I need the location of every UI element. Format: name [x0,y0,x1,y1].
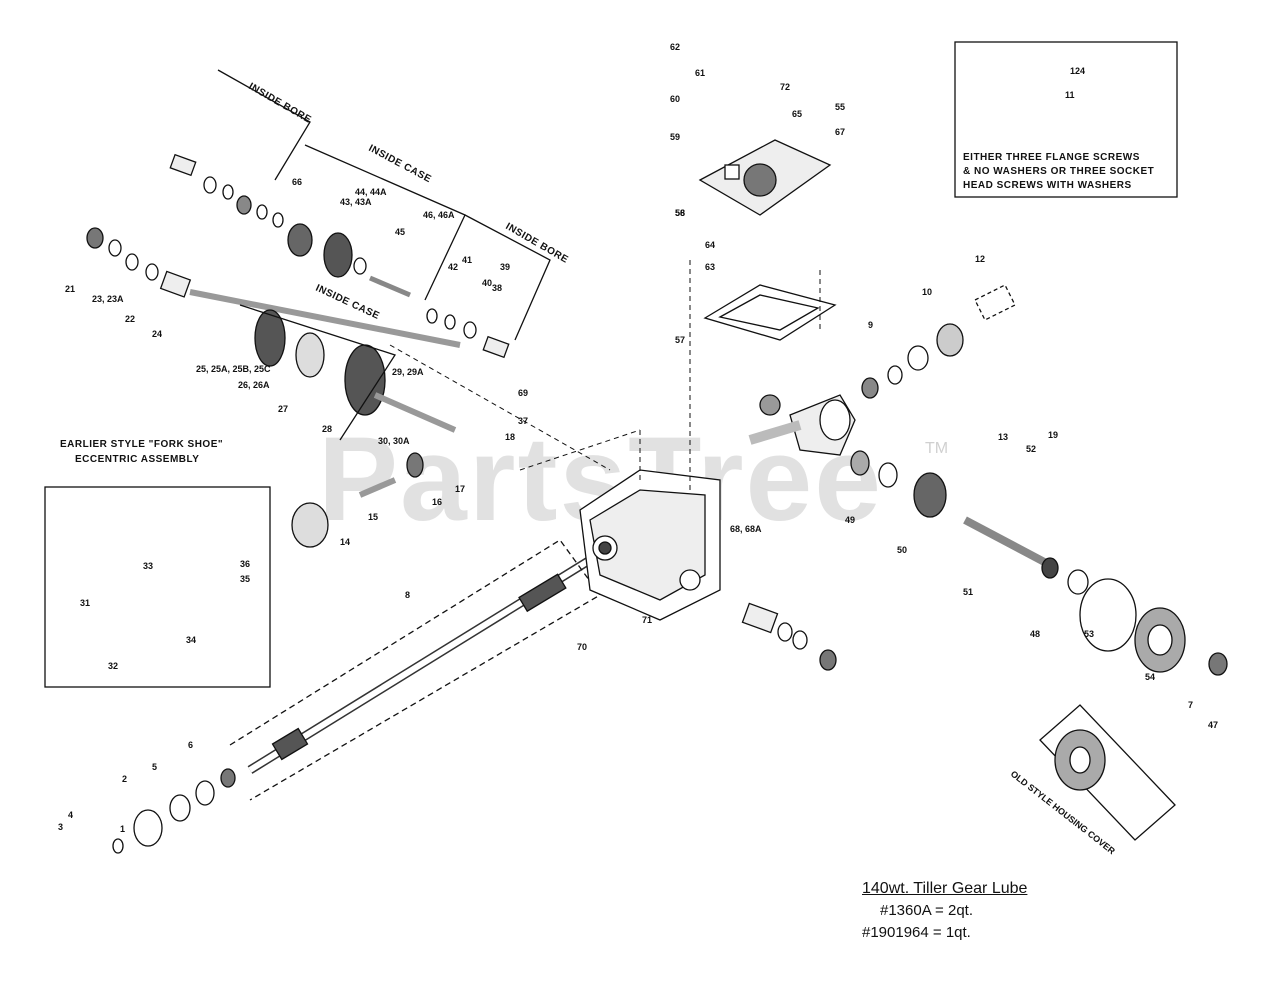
part-number-callout: 45 [395,227,405,237]
part-number-callout: 59 [670,132,680,142]
part-number-callout: 6 [188,740,193,750]
part-number-callout: 49 [845,515,855,525]
part-number-callout: 60 [670,94,680,104]
part-number-callout: 12 [975,254,985,264]
part-number-callout: 25, 25A, 25B, 25C [196,364,271,374]
flange-note-line3: HEAD SCREWS WITH WASHERS [963,180,1132,191]
part-number-callout: 35 [240,574,250,584]
lube-title: 140wt. Tiller Gear Lube [862,880,1028,897]
part-number-callout: 53 [1084,629,1094,639]
part-number-callout: 47 [1208,720,1218,730]
inside-case-label-top: INSIDE CASE [367,143,433,185]
part-number-callout: 4 [68,810,73,820]
part-number-callout: 9 [868,320,873,330]
part-number-callout: 124 [1070,66,1085,76]
part-number-callout: 54 [1145,672,1155,682]
part-number-callout: 50 [897,545,907,555]
part-number-callout: 66 [292,177,302,187]
part-number-callout: 24 [152,329,162,339]
part-number-callout: 8 [405,590,410,600]
part-number-callout: 39 [500,262,510,272]
part-number-callout: 19 [1048,430,1058,440]
part-number-callout: 56 [675,208,685,218]
part-number-callout: 31 [80,598,90,608]
inside-bore-label-right: INSIDE BORE [504,221,571,266]
part-number-callout: 64 [705,240,715,250]
lube-line-2: #1901964 = 1qt. [862,924,971,941]
flange-note-line1: EITHER THREE FLANGE SCREWS [963,152,1140,163]
trademark-mark: TM [925,440,949,457]
part-number-callout: 34 [186,635,196,645]
part-number-callout: 72 [780,82,790,92]
part-number-callout: 28 [322,424,332,434]
part-number-callout: 48 [1030,629,1040,639]
lube-line-1: #1360A = 2qt. [880,902,974,919]
part-number-callout: 55 [835,102,845,112]
part-number-callout: 21 [65,284,75,294]
part-number-callout: 26, 26A [238,380,270,390]
part-number-callout: 63 [705,262,715,272]
part-number-callout: 44, 44A [355,187,387,197]
flange-note-line2: & NO WASHERS OR THREE SOCKET [963,166,1154,177]
part-number-callout: 68, 68A [730,524,762,534]
inside-bore-label-top: INSIDE BORE [247,81,314,126]
part-number-callout: 13 [998,432,1008,442]
part-number-callout: 5 [152,762,157,772]
part-number-callout: 71 [642,615,652,625]
part-number-callout: 46, 46A [423,210,455,220]
part-number-callout: 33 [143,561,153,571]
part-number-callout: 40 [482,278,492,288]
part-number-callout: 37 [518,416,528,426]
part-number-callout: 15 [368,512,378,522]
part-number-callout: 3 [58,822,63,832]
part-number-callout: 67 [835,127,845,137]
part-number-callout: 65 [792,109,802,119]
part-number-callout: 62 [670,42,680,52]
part-number-callout: 16 [432,497,442,507]
part-number-callout: 27 [278,404,288,414]
part-number-callout: 61 [695,68,705,78]
part-number-callout: 17 [455,484,465,494]
part-number-callout: 22 [125,314,135,324]
part-number-callout: 11 [1065,90,1075,100]
part-number-callout: 36 [240,559,250,569]
fork-shoe-title-1: EARLIER STYLE "FORK SHOE" [60,439,223,450]
part-number-callout: 38 [492,283,502,293]
part-number-callout: 70 [577,642,587,652]
fork-shoe-title-2: ECCENTRIC ASSEMBLY [75,454,199,465]
part-number-callout: 10 [922,287,932,297]
part-number-callout: 32 [108,661,118,671]
part-number-callout: 57 [675,335,685,345]
part-number-callout: 23, 23A [92,294,124,304]
part-number-callout: 43, 43A [340,197,372,207]
part-number-callout: 30, 30A [378,436,410,446]
part-number-callout: 42 [448,262,458,272]
part-number-callout: 14 [340,537,350,547]
part-number-callout: 41 [462,255,472,265]
part-number-callout: 51 [963,587,973,597]
part-number-callout: 2 [122,774,127,784]
part-number-callout: 18 [505,432,515,442]
part-number-callout: 7 [1188,700,1193,710]
part-number-callout: 58 [675,208,685,218]
part-number-callout: 1 [120,824,125,834]
part-number-callout: 29, 29A [392,367,424,377]
part-number-callout: 69 [518,388,528,398]
part-number-callout: 52 [1026,444,1036,454]
